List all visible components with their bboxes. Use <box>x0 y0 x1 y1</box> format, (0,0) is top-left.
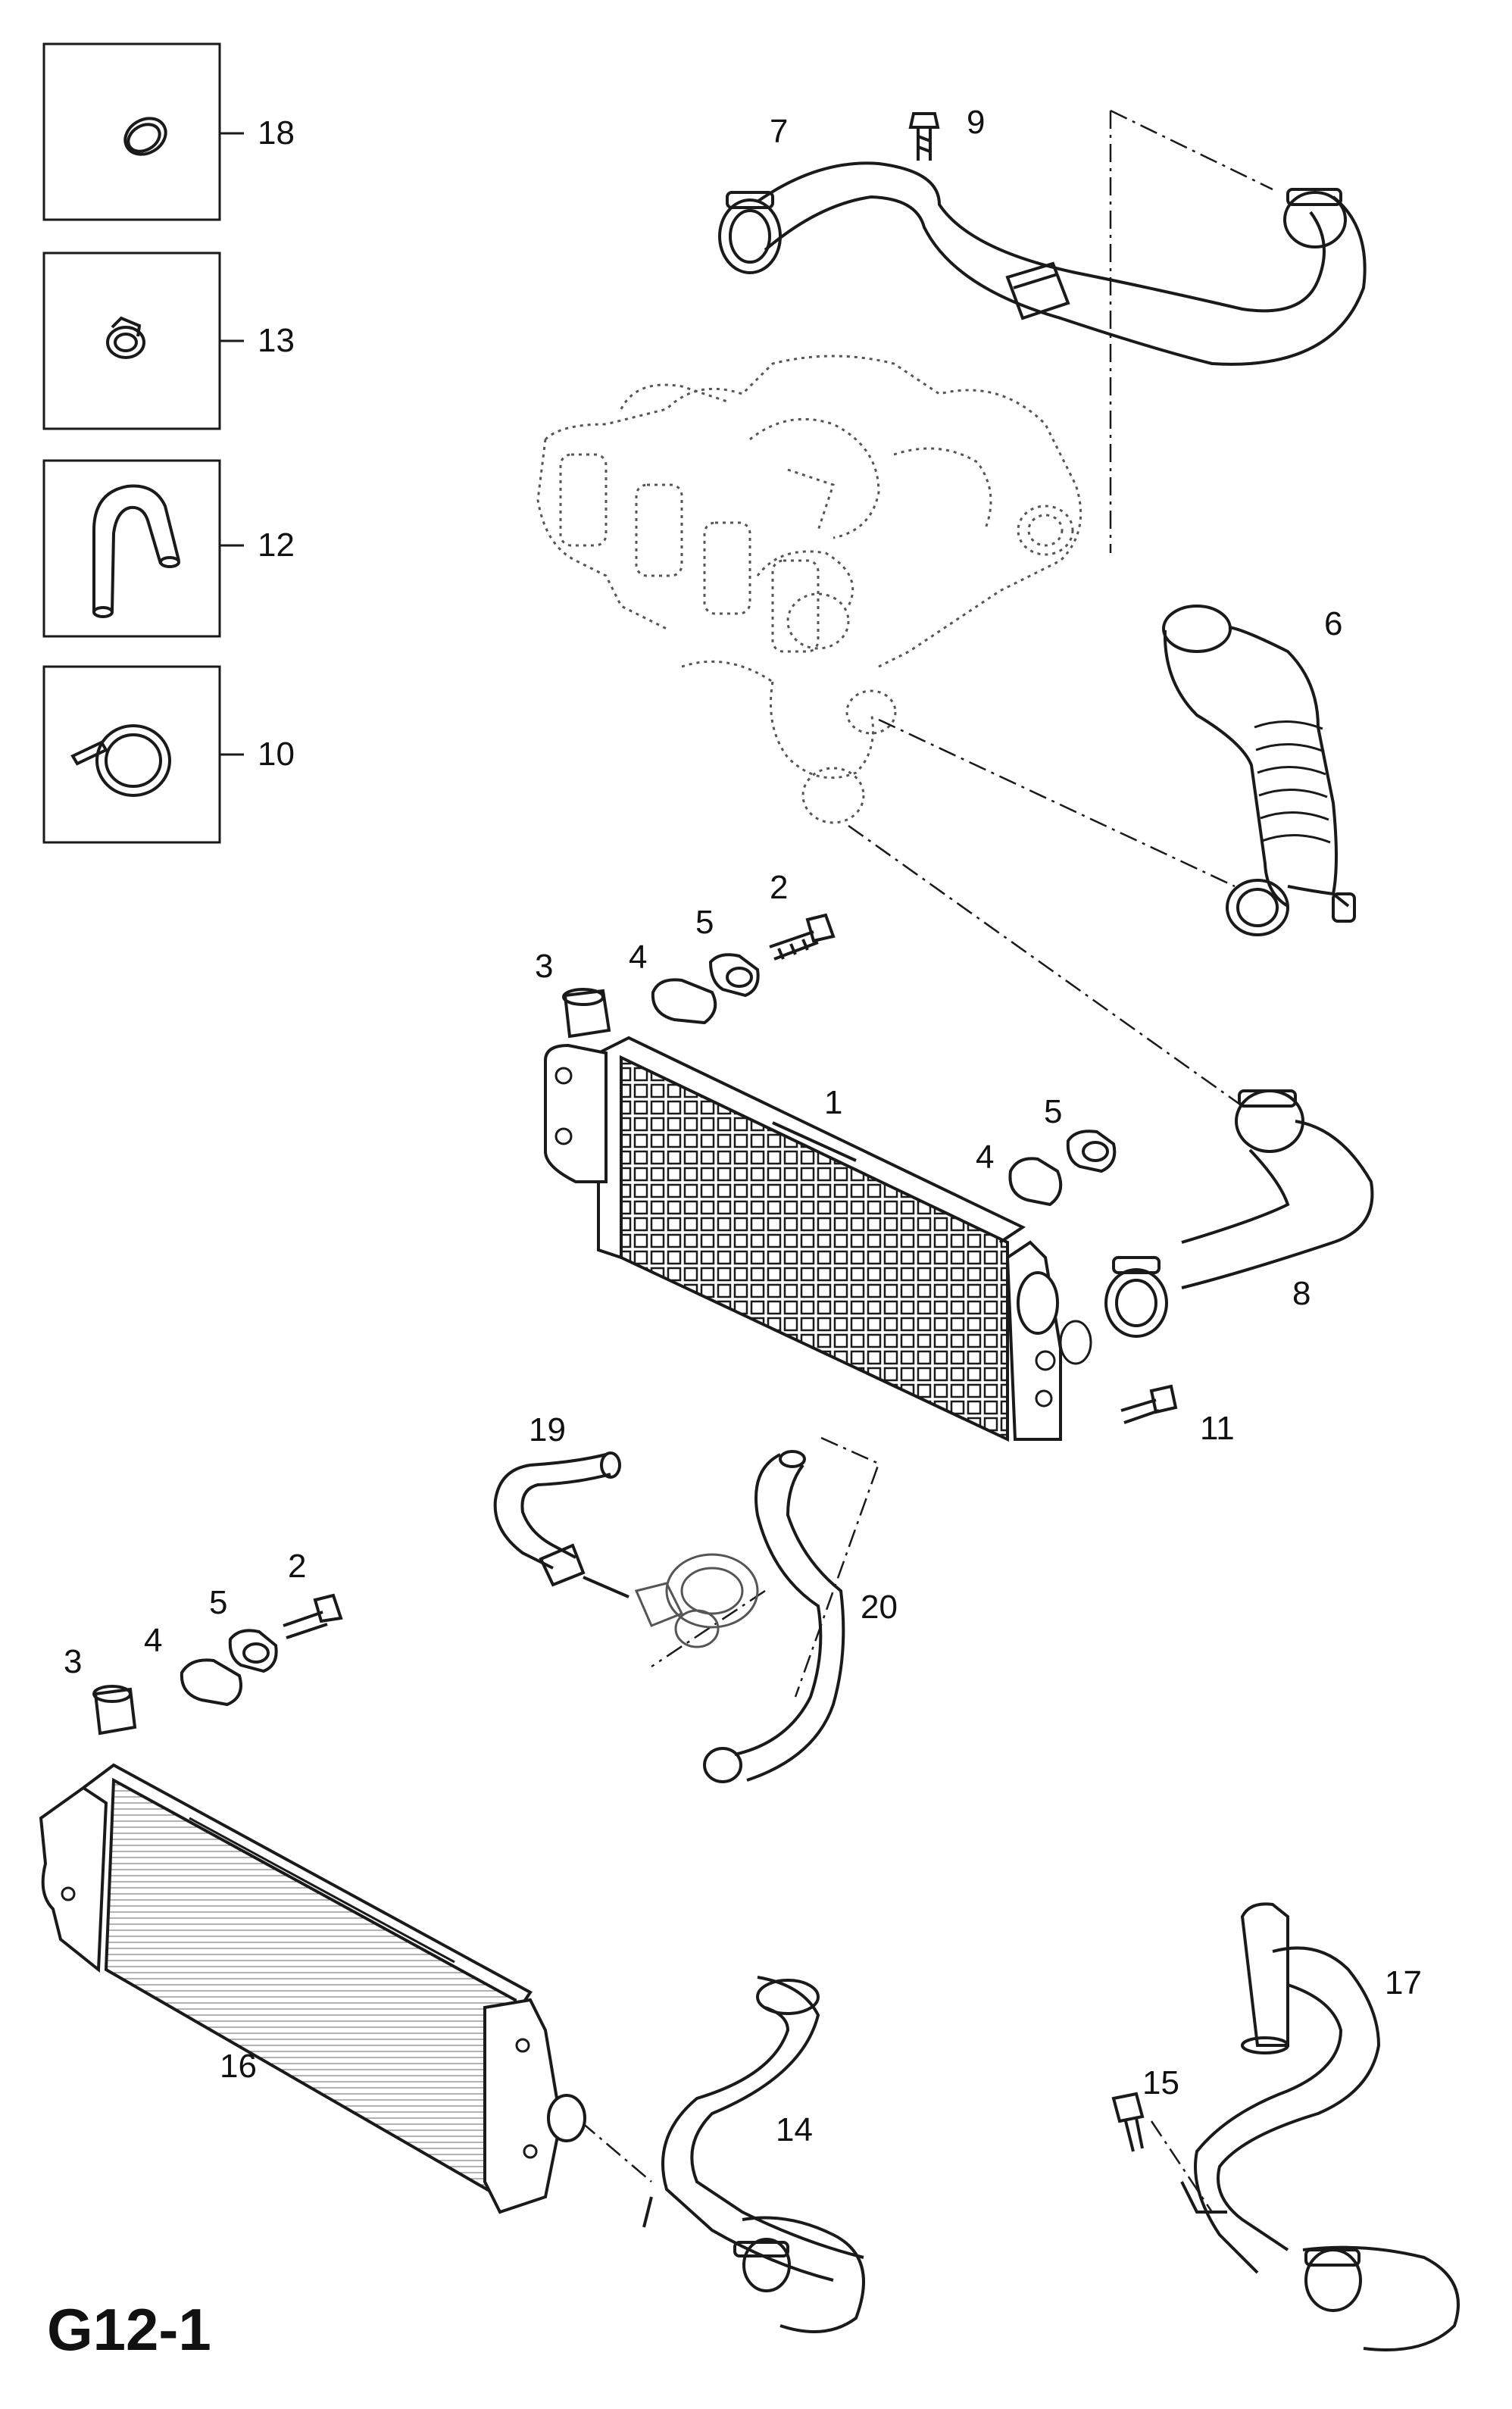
hose-clamp-icon <box>106 316 145 359</box>
callout-5-lower: 5 <box>209 1584 228 1621</box>
legend-label-13: 13 <box>258 322 295 359</box>
callout-5: 5 <box>695 904 714 941</box>
legend-box-18 <box>42 42 244 221</box>
callout-4-lower: 4 <box>144 1622 163 1659</box>
callout-5-mid: 5 <box>1044 1093 1063 1130</box>
callout-6: 6 <box>1324 605 1343 642</box>
band-clamp-icon <box>70 724 171 797</box>
hose-19 <box>493 1451 629 1598</box>
hose-20 <box>703 1450 845 1783</box>
legend-label-12: 12 <box>258 526 295 564</box>
callout-4: 4 <box>629 939 648 976</box>
callout-17: 17 <box>1385 1964 1422 2001</box>
mount-parts-lower <box>92 1593 343 1736</box>
callout-15: 15 <box>1142 2064 1179 2101</box>
bolt-11 <box>1120 1384 1178 1424</box>
legend-label-18: 18 <box>258 114 295 152</box>
pipe-14 <box>642 1976 865 2333</box>
page-code: G12-1 <box>47 2296 211 2363</box>
callout-20: 20 <box>861 1589 898 1626</box>
mount-parts-mid <box>1008 1130 1117 1207</box>
callout-2: 2 <box>770 869 789 906</box>
callout-9: 9 <box>967 104 986 141</box>
callout-4-mid: 4 <box>976 1139 995 1176</box>
callout-14: 14 <box>776 2111 813 2148</box>
callout-11: 11 <box>1200 1410 1235 1447</box>
callout-19: 19 <box>529 1411 566 1448</box>
bolt-9 <box>908 112 940 161</box>
callout-2-lower: 2 <box>288 1548 307 1585</box>
legend-box-10 <box>42 665 244 844</box>
callout-16: 16 <box>220 2048 257 2085</box>
hose-6 <box>1162 605 1356 936</box>
pipe-17 <box>1180 1902 1460 2351</box>
mount-parts-top <box>562 913 836 1039</box>
hose-7 <box>718 161 1367 366</box>
callout-7: 7 <box>770 113 789 150</box>
callout-8: 8 <box>1292 1275 1311 1312</box>
callout-3: 3 <box>535 948 554 985</box>
callout-1: 1 <box>824 1084 843 1121</box>
intercooler-16 <box>39 1763 586 2214</box>
callout-3-lower: 3 <box>64 1643 83 1680</box>
legend-box-12 <box>42 459 244 638</box>
bent-hose-icon <box>92 484 180 618</box>
hose-8 <box>1104 1089 1374 1338</box>
aux-pump <box>634 1553 759 1648</box>
bolt-15 <box>1111 2092 1145 2152</box>
engine-manifold-dotted <box>536 355 1082 824</box>
intercooler-1 <box>544 1036 1092 1442</box>
legend-box-13 <box>42 252 244 430</box>
legend-label-10: 10 <box>258 736 295 773</box>
clip-ring-icon <box>123 117 167 156</box>
